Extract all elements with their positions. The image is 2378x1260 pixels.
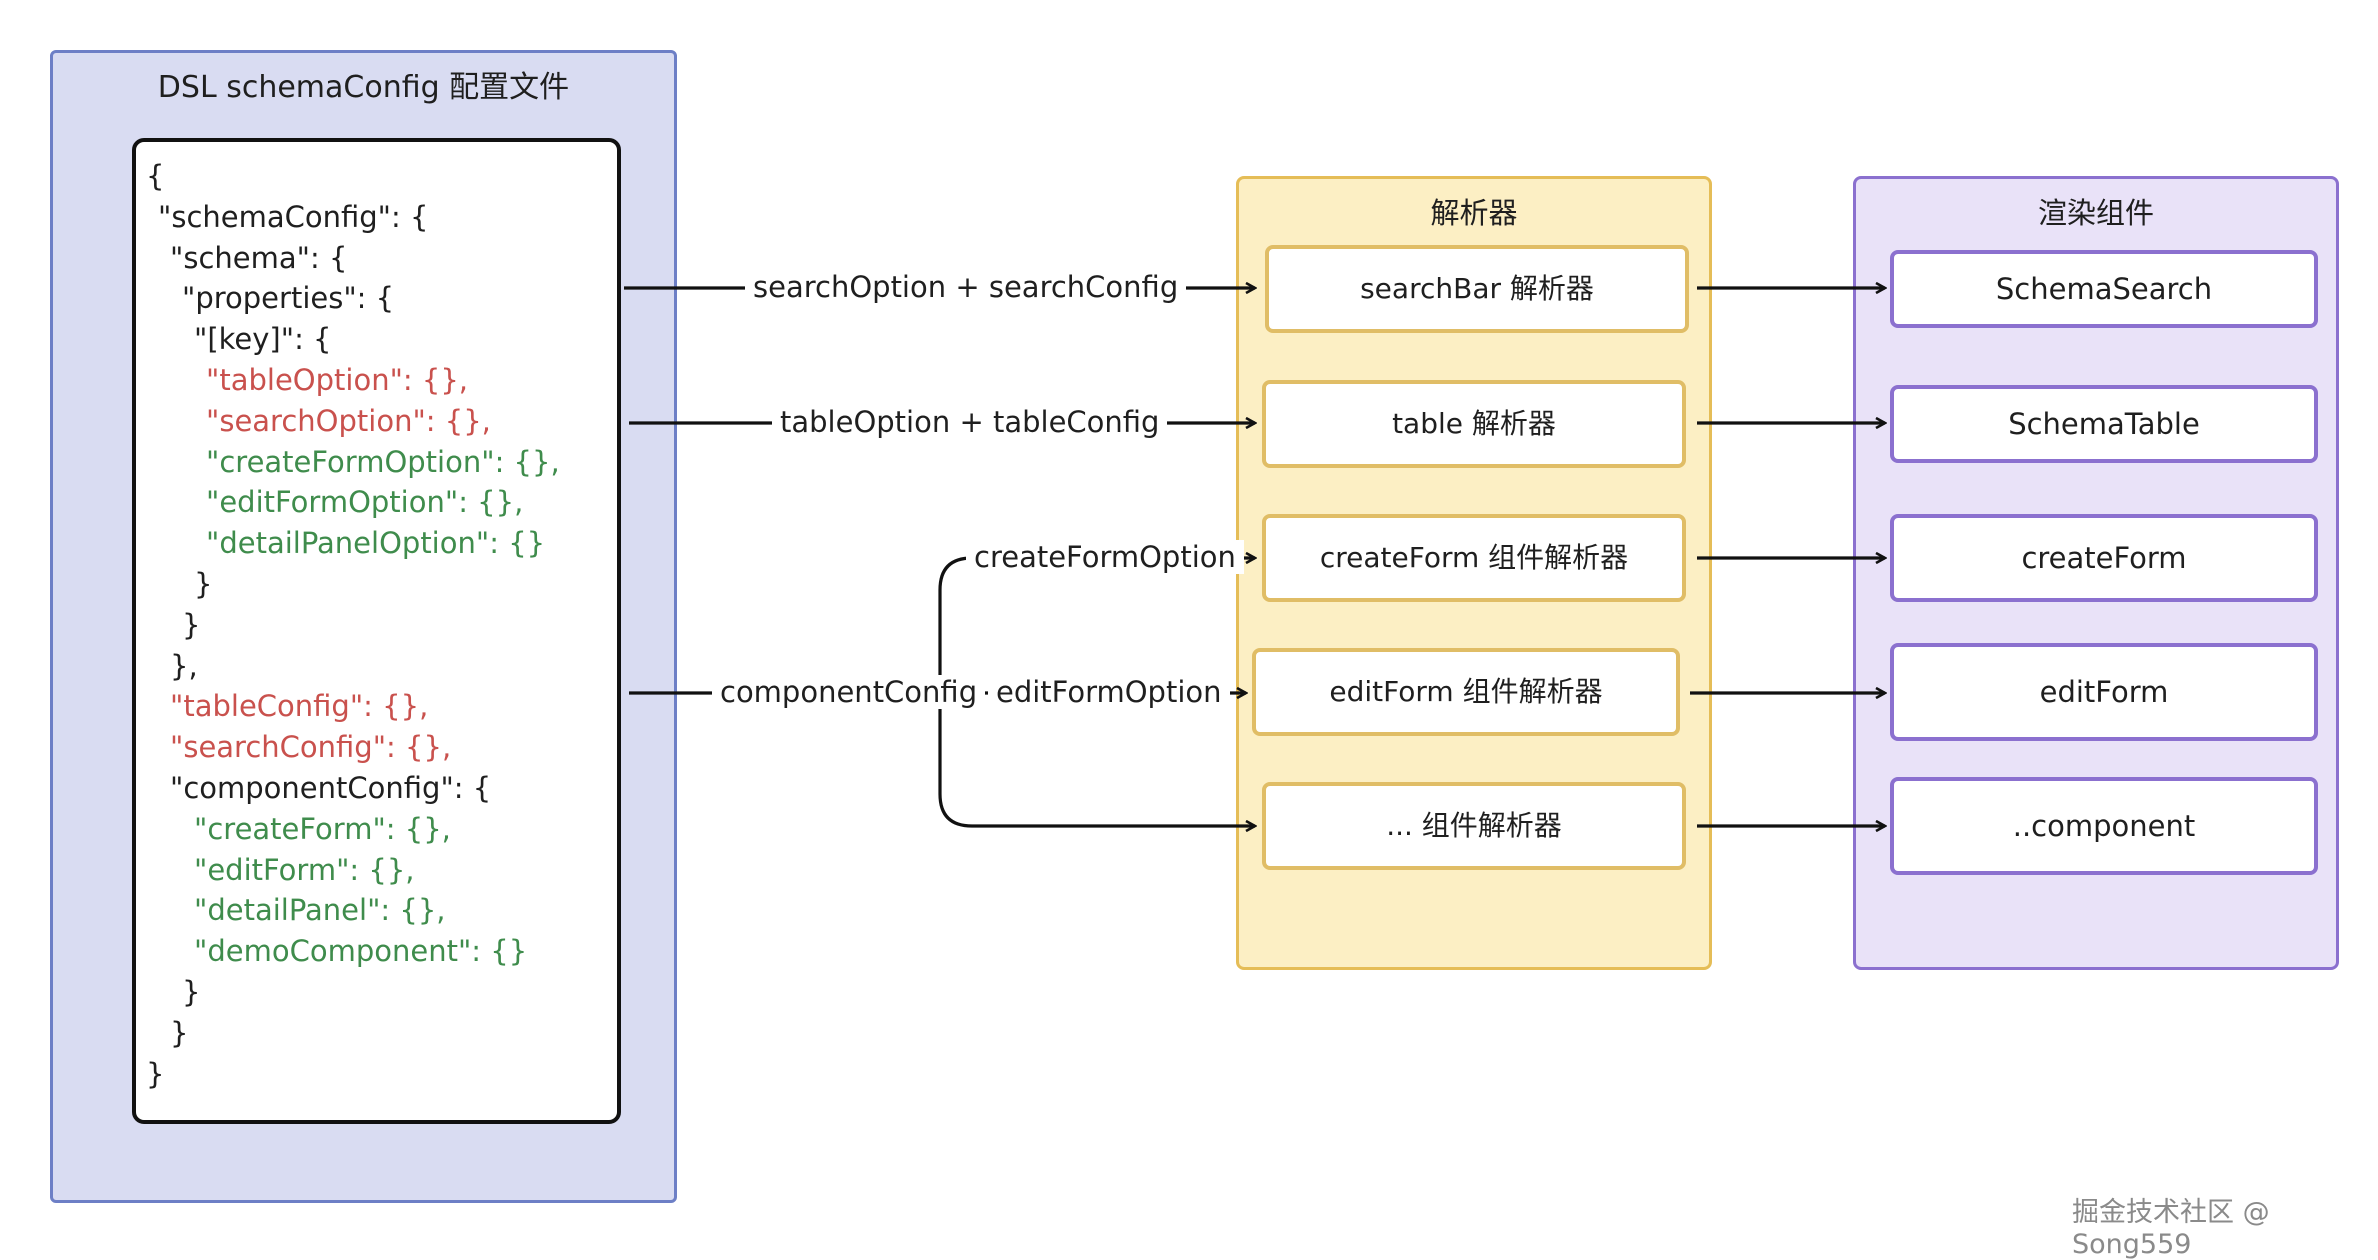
dsl-panel-title: DSL schemaConfig 配置文件 (157, 70, 570, 105)
render-box-schematable: SchemaTable (1890, 385, 2318, 463)
parser-box-searchbar: searchBar 解析器 (1265, 245, 1689, 333)
edge-label-search: searchOption + searchConfig (745, 270, 1187, 304)
code-line: } (182, 607, 201, 642)
code-line: { (146, 159, 165, 193)
edge-label-component: componentConfig (712, 675, 986, 709)
code-line: "schemaConfig": { (158, 199, 429, 234)
render-panel-title: 渲染组件 (2037, 196, 2154, 230)
code-line: "[key]": { (194, 322, 332, 357)
code-line: "componentConfig": { (170, 771, 492, 805)
code-line: "tableConfig": {}, (170, 689, 429, 724)
render-box-editform: editForm (1890, 643, 2318, 741)
code-line: "createFormOption": {}, (206, 444, 560, 479)
code-line: "editForm": {}, (194, 852, 415, 887)
parser-box-table: table 解析器 (1262, 380, 1686, 468)
edge-create (938, 558, 1255, 693)
parser-box-other-components: ... 组件解析器 (1262, 782, 1686, 870)
code-line: } (194, 567, 213, 601)
edge-label-edit: editFormOption (988, 675, 1230, 709)
render-box-component: ..component (1890, 777, 2318, 875)
edge-label-table: tableOption + tableConfig (772, 405, 1168, 439)
render-box-schemasearch: SchemaSearch (1890, 250, 2318, 328)
code-line: "schema": { (170, 240, 348, 275)
code-line: "properties": { (182, 281, 395, 316)
edge-label-create: createFormOption (966, 540, 1244, 574)
code-line: "createForm": {}, (194, 811, 451, 846)
code-line: "searchOption": {}, (206, 403, 491, 438)
code-line: "detailPanel": {}, (194, 893, 446, 928)
code-line: "searchConfig": {}, (170, 730, 452, 765)
parser-panel-title: 解析器 (1430, 196, 1518, 230)
code-line: } (182, 975, 201, 1009)
parser-box-editform: editForm 组件解析器 (1252, 648, 1680, 736)
code-line: "editFormOption": {}, (206, 485, 524, 520)
code-line: "demoComponent": {} (194, 934, 528, 969)
code-block: { "schemaConfig": { "schema": { "properties… (132, 138, 621, 1124)
edge-other (938, 693, 1255, 826)
parser-box-createform: createForm 组件解析器 (1262, 514, 1686, 602)
code-line: }, (170, 648, 198, 683)
code-line: "tableOption": {}, (206, 363, 469, 397)
code-line: } (170, 1015, 189, 1050)
code-line: "detailPanelOption": {} (206, 526, 546, 561)
code-line: } (146, 1056, 165, 1091)
render-box-createform: createForm (1890, 514, 2318, 602)
